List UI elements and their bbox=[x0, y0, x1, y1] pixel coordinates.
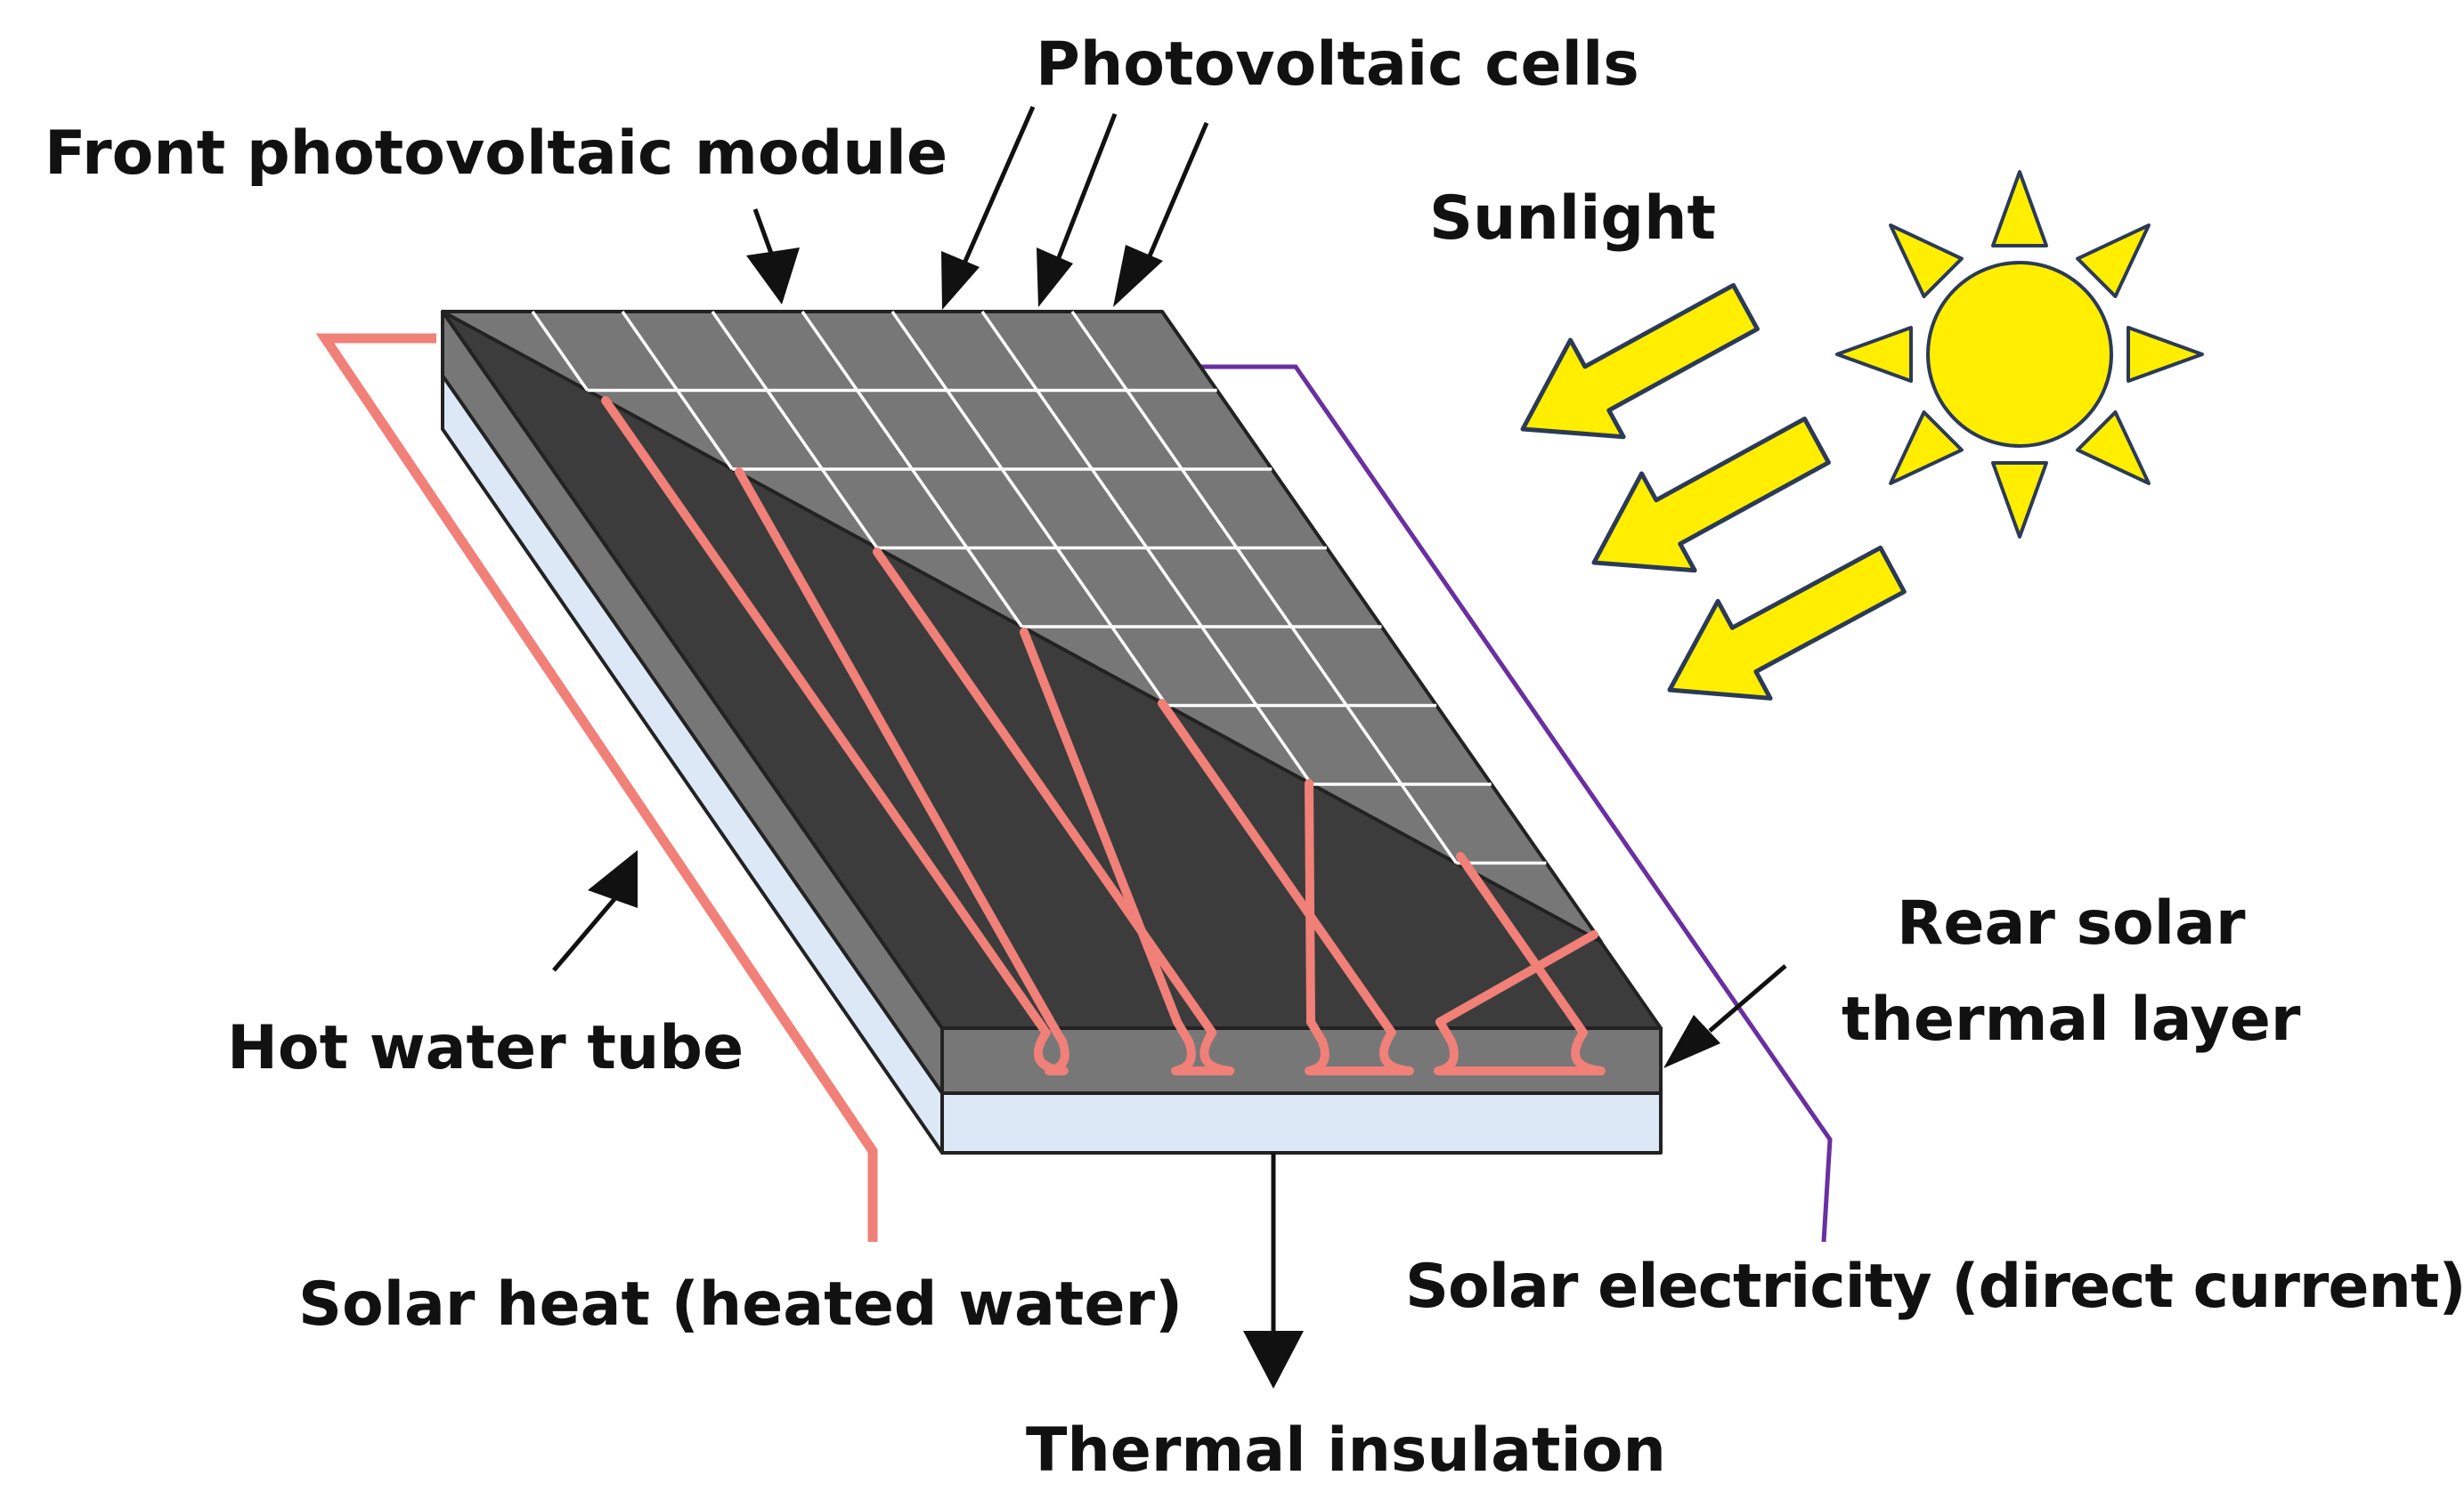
sun-ray bbox=[1991, 461, 2048, 539]
sun-ray bbox=[2076, 410, 2151, 485]
insulation-front-face bbox=[940, 1091, 1663, 1155]
thermal-insulation-label: Thermal insulation bbox=[1026, 1415, 1666, 1486]
hot-water-tube-coil bbox=[1434, 852, 1606, 1075]
thermal-insulation-arrow bbox=[1243, 1153, 1304, 1389]
rear-thermal-label-line2: thermal layer bbox=[1842, 985, 2301, 1055]
photovoltaic-cells-arrow-2 bbox=[1037, 113, 1118, 307]
sun-ray bbox=[1991, 170, 2048, 247]
hot-water-tube-leg bbox=[1020, 628, 1182, 1026]
hot-water-tube-leg bbox=[1305, 779, 1315, 1026]
sun-ray bbox=[2127, 326, 2204, 383]
photovoltaic-cells-grid bbox=[531, 310, 1547, 865]
hot-water-tube-coil bbox=[1158, 699, 1414, 1075]
pv-cell-divider bbox=[711, 310, 879, 549]
solar-electricity-label: Solar electricity (direct current) bbox=[1405, 1252, 2464, 1322]
sun-ray bbox=[2076, 223, 2151, 298]
solar-heat-wire bbox=[315, 333, 878, 1242]
sun-ray bbox=[1835, 326, 1913, 383]
hot-water-tube-leg bbox=[1435, 930, 1598, 1026]
sunlight-label: Sunlight bbox=[1429, 183, 1716, 254]
rear-solar-thermal-layer bbox=[940, 1026, 1663, 1095]
photovoltaic-cells-label: Photovoltaic cells bbox=[1036, 29, 1639, 100]
pv-cell-divider bbox=[890, 310, 1168, 707]
hot-water-tube-coils bbox=[601, 396, 1606, 1075]
sunlight-arrows bbox=[1520, 282, 1907, 701]
hot-water-tube-coil bbox=[873, 547, 1235, 1075]
hot-water-tube-label: Hot water tube bbox=[227, 1013, 744, 1083]
rear-thermal-label-line1: Rear solar bbox=[1897, 888, 2246, 959]
sunlight-arrow bbox=[1667, 545, 1907, 701]
front-module-label: Front photovoltaic module bbox=[45, 118, 947, 189]
rear-thermal-layer-arrow bbox=[1663, 964, 1787, 1068]
pv-cell-divider bbox=[1070, 310, 1458, 864]
hot-water-tube-leg bbox=[735, 467, 1055, 1026]
front-module-arrow bbox=[746, 208, 800, 304]
hot-water-tube-arrow bbox=[552, 850, 638, 972]
sun-ray bbox=[1889, 410, 1964, 485]
pv-cell-divider bbox=[531, 310, 590, 392]
solar-heat-label: Solar heat (heated water) bbox=[298, 1269, 1183, 1340]
photovoltaic-cells-arrow-3 bbox=[1113, 122, 1209, 307]
sun-icon bbox=[1835, 170, 2204, 539]
sun-ray bbox=[1889, 223, 1964, 298]
solar-electricity-wire bbox=[1193, 364, 1833, 1243]
sunlight-arrow bbox=[1591, 416, 1831, 573]
hot-water-tube-coil bbox=[601, 396, 1069, 1075]
photovoltaic-cells-arrow-1 bbox=[941, 105, 1036, 310]
sunlight-arrow bbox=[1520, 282, 1760, 440]
